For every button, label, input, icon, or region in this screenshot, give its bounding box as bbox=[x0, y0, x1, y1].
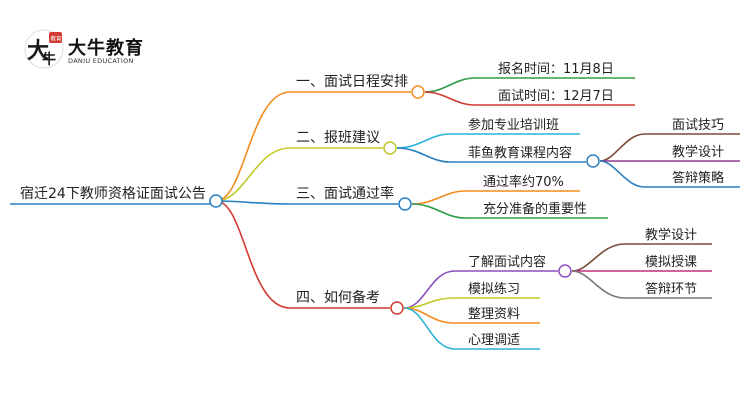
branch-2-child-2: 菲鱼教育课程内容 bbox=[468, 145, 572, 161]
root-node: 宿迁24下教师资格证面试公告 bbox=[10, 185, 223, 208]
branch-4-grandchild-1: 教学设计 bbox=[645, 227, 697, 243]
branch-1-child-2: 面试时间：12月7日 bbox=[498, 89, 614, 104]
edge-b4-c1 bbox=[403, 270, 558, 309]
edge-root-b1 bbox=[215, 91, 411, 202]
edge-b2-c2 bbox=[396, 147, 586, 163]
branch-4-child-2: 模拟练习 bbox=[468, 282, 520, 297]
branch-3-label: 三、面试通过率 bbox=[296, 185, 394, 202]
branch-3-child-2: 充分准备的重要性 bbox=[483, 201, 587, 217]
branch-4-child-1: 了解面试内容 bbox=[468, 254, 546, 270]
edge-c41-g3 bbox=[571, 270, 712, 299]
edge-b1-c2 bbox=[424, 91, 635, 106]
branch-2-grandchild-3: 答辩策略 bbox=[672, 170, 724, 186]
branch-3-child-1: 通过率约70% bbox=[483, 174, 564, 190]
branch-2-grandchild-2: 教学设计 bbox=[672, 144, 724, 160]
logo-glyph-big: 大 bbox=[27, 38, 49, 64]
branch-1-child-1: 报名时间：11月8日 bbox=[498, 61, 614, 77]
logo-glyph-small: 牛 bbox=[42, 51, 56, 68]
brand-logo: 大 牛 教育 大牛教育 DANIU EDUCATION bbox=[22, 28, 152, 70]
logo-mark-icon: 大 牛 教育 bbox=[24, 29, 64, 69]
edge-root-b4 bbox=[215, 200, 390, 309]
branch-4-collapse-toggle[interactable] bbox=[390, 301, 404, 315]
root-label: 宿迁24下教师资格证面试公告 bbox=[20, 185, 206, 202]
edge-b4-c4 bbox=[403, 307, 540, 350]
branch-2-child-1: 参加专业培训班 bbox=[468, 117, 559, 133]
edge-b1-c1 bbox=[424, 77, 635, 93]
branch-3-collapse-toggle[interactable] bbox=[398, 197, 412, 211]
branch-4-grandchild-2: 模拟授课 bbox=[645, 255, 697, 270]
branch-4-label: 四、如何备考 bbox=[296, 289, 380, 306]
logo-title: 大牛教育 bbox=[68, 38, 144, 59]
logo-subtitle: DANIU EDUCATION bbox=[68, 57, 134, 65]
root-collapse-toggle[interactable] bbox=[209, 194, 223, 208]
branch-2-child-2-collapse-toggle[interactable] bbox=[586, 154, 600, 168]
branch-2-grandchild-1: 面试技巧 bbox=[672, 118, 724, 133]
mindmap-edges bbox=[215, 77, 740, 350]
edge-root-b2 bbox=[215, 147, 383, 202]
logo-seal-text: 教育 bbox=[51, 35, 63, 43]
branch-4-child-3: 整理资料 bbox=[468, 307, 520, 322]
edge-b4-c2 bbox=[403, 297, 540, 309]
mindmap-nodes: 宿迁24下教师资格证面试公告 一、面试日程安排 报名时间：11月8日 面试时间：… bbox=[10, 61, 724, 348]
branch-4-grandchild-3: 答辩环节 bbox=[645, 281, 697, 297]
branch-1-label: 一、面试日程安排 bbox=[296, 74, 408, 90]
branch-4-child-4: 心理调适 bbox=[468, 333, 520, 348]
edge-c22-g1 bbox=[599, 133, 740, 162]
edge-b3-c2 bbox=[411, 203, 608, 219]
edge-root-b3 bbox=[215, 200, 398, 205]
edge-b2-c1 bbox=[396, 133, 580, 149]
branch-1-collapse-toggle[interactable] bbox=[411, 85, 425, 99]
branch-2-label: 二、报班建议 bbox=[296, 130, 380, 146]
branch-2-collapse-toggle[interactable] bbox=[383, 141, 397, 155]
edge-b3-c1 bbox=[411, 190, 580, 205]
edge-c22-g3 bbox=[599, 160, 740, 188]
edge-c41-g1 bbox=[571, 243, 712, 272]
branch-4-child-1-collapse-toggle[interactable] bbox=[558, 264, 572, 278]
